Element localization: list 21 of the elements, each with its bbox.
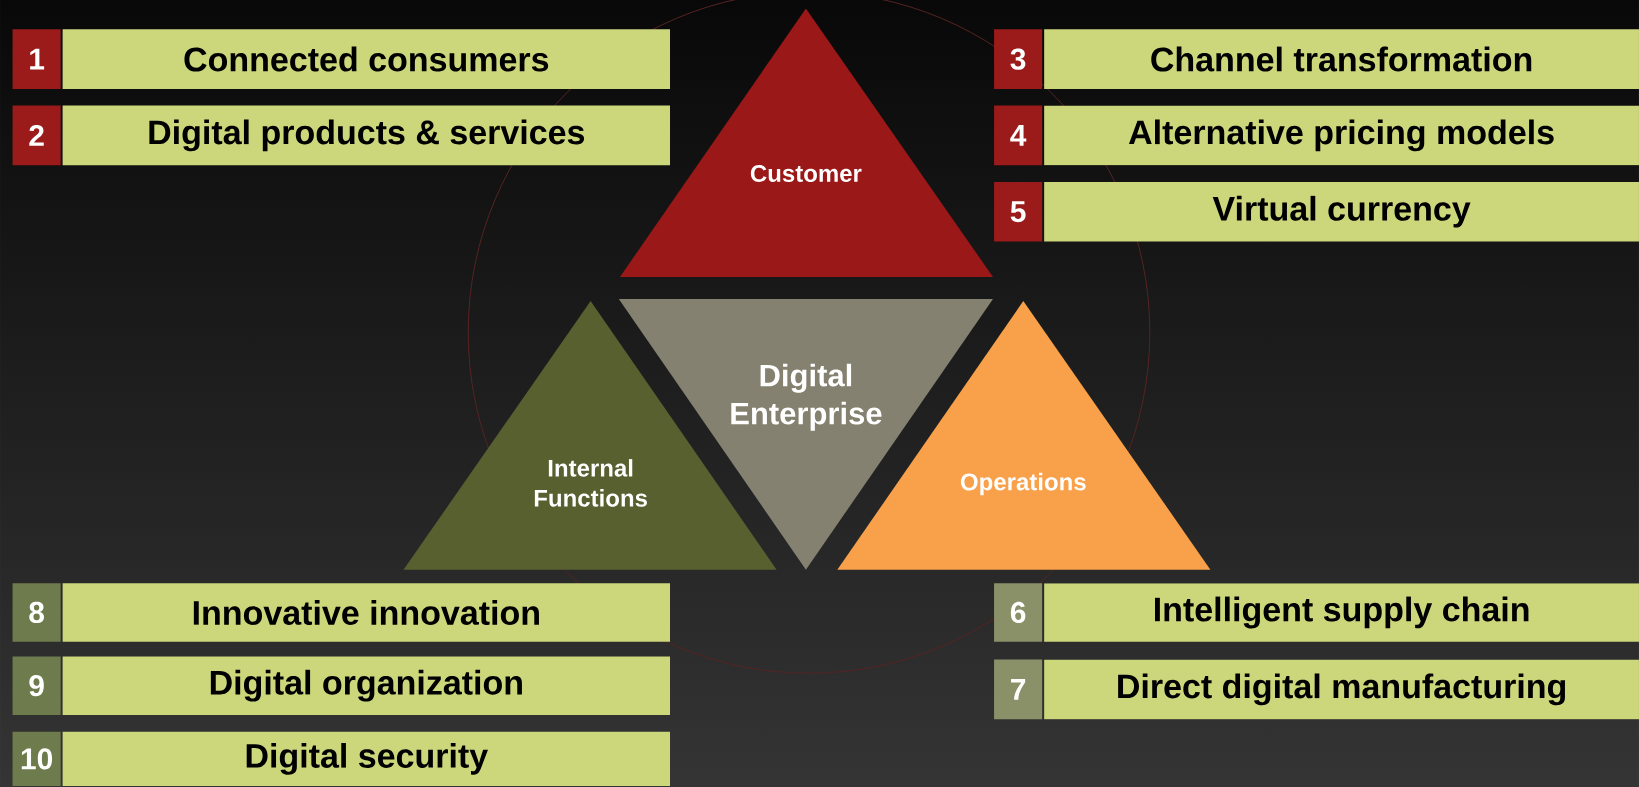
node-label: 5 — [1010, 201, 1026, 223]
node-label: 3 — [1010, 48, 1026, 70]
numbered-bar: 1 Connected consumers — [12, 29, 670, 89]
numbered-bar: 8 Innovative innovation — [12, 583, 670, 642]
numbered-bar: 3 Channel transformation — [994, 29, 1639, 89]
node-label: 2 — [29, 124, 44, 146]
numbered-bar: 6 Intelligent supply chain — [994, 583, 1639, 642]
node-label: 9 — [29, 675, 44, 697]
numbered-bar: 10 Digital security — [12, 731, 670, 787]
node-label: 10 — [21, 748, 53, 770]
numbered-bar: 4 Alternative pricing models — [994, 105, 1639, 166]
numbered-bar: 5 Virtual currency — [994, 181, 1639, 242]
numbered-bar: 7 Direct digital manufacturing — [994, 659, 1639, 720]
node-label: 1 — [30, 48, 45, 70]
node-label: 4 — [1010, 125, 1027, 146]
triangle: Customer — [619, 8, 993, 277]
node-label: 6 — [1010, 601, 1026, 624]
numbered-bar: 2 Digital products & services — [12, 105, 670, 166]
numbered-bar: 9 Digital organization — [12, 656, 670, 715]
node-label: 7 — [1011, 679, 1026, 700]
node-label: 8 — [29, 601, 45, 624]
